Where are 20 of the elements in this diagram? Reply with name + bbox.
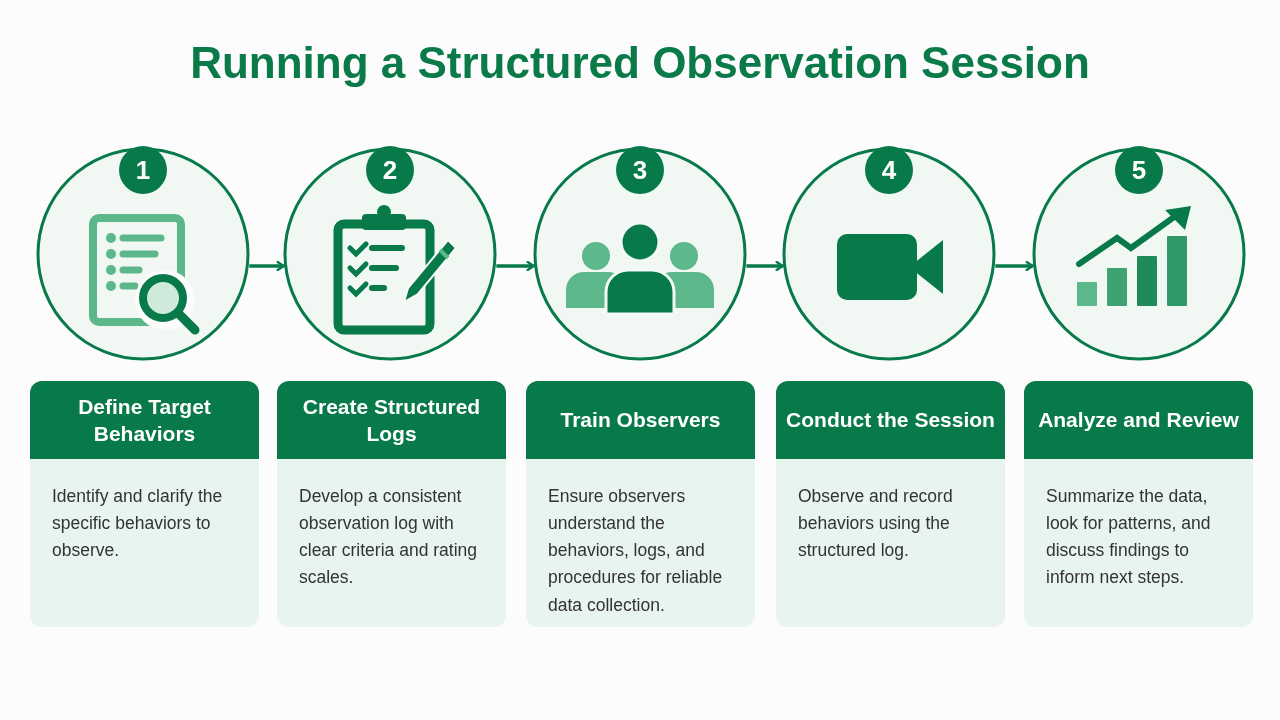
step-card: [526, 381, 755, 627]
arrow: [496, 260, 535, 272]
step-description: Summarize the data, look for patterns, and discuss findings to inform next steps.: [1046, 485, 1212, 590]
step-heading: Analyze and Review: [1038, 407, 1239, 434]
step-card: [277, 381, 506, 627]
step-card: [1024, 381, 1253, 627]
step-heading: Define Target Behaviors: [77, 393, 212, 447]
arrow: [249, 260, 285, 272]
step-description: Observe and record behaviors using the structured log.: [798, 485, 954, 563]
step-description: Ensure observers understand the behaviors, logs, and procedures for reliable data collection.: [548, 485, 724, 617]
step-description: Develop a consistent observation log with clear criteria and rating scales.: [299, 485, 478, 590]
step-heading: Create Structured Logs: [301, 393, 482, 447]
arrow: [746, 260, 784, 272]
step-heading: Conduct the Session: [786, 407, 995, 434]
arrow: [995, 260, 1034, 272]
step-heading: Train Observers: [560, 407, 721, 434]
title: Running a Structured Observation Session: [189, 38, 1091, 88]
step-card: [776, 381, 1005, 627]
step-description: Identify and clarify the specific behaviors to observe.: [52, 485, 224, 563]
step-card: [30, 381, 259, 627]
